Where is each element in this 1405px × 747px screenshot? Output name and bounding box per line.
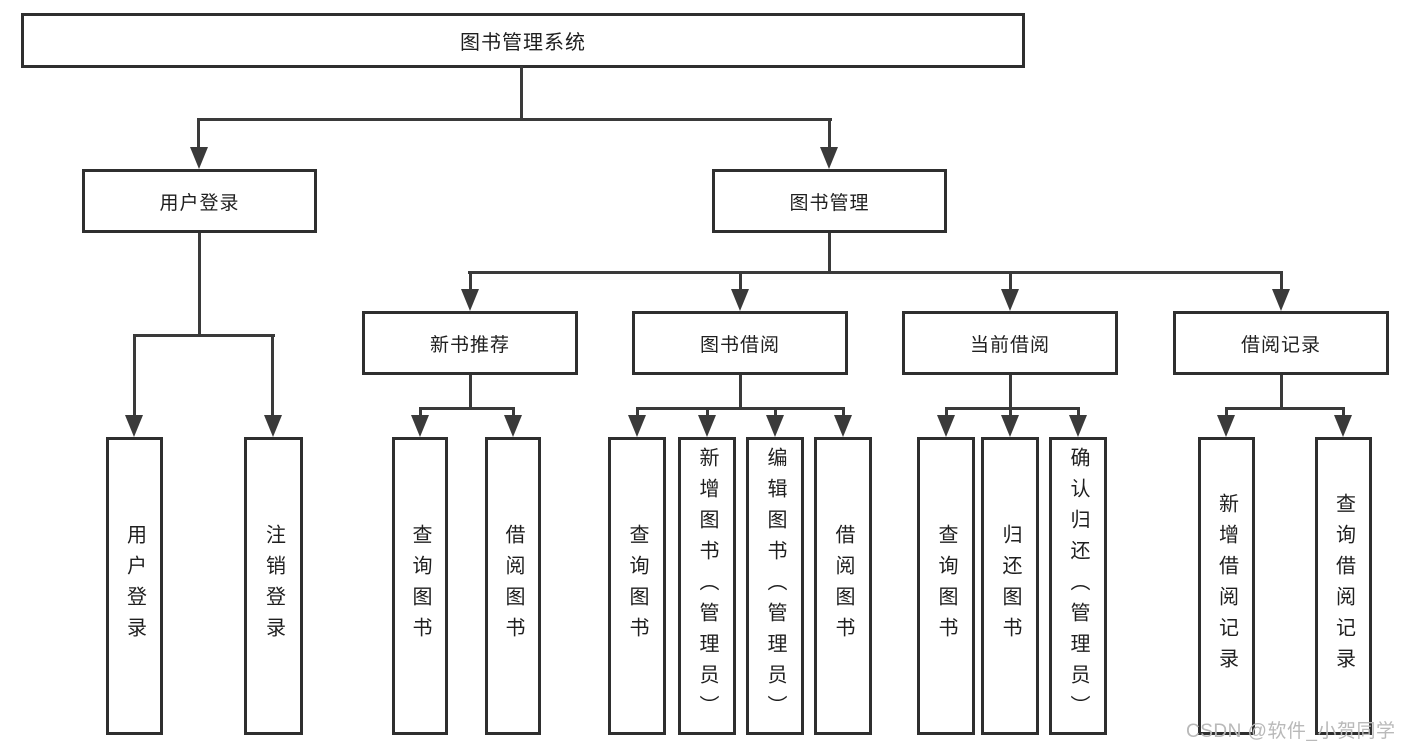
connector-borrow-records-stem (1280, 375, 1283, 410)
leaf-confirm-return-admin: 确认归还（管理员） (1049, 437, 1107, 735)
arrowhead-icon (125, 415, 143, 437)
leaf-return-book: 归还图书 (981, 437, 1039, 735)
arrowhead-icon (264, 415, 282, 437)
arrowhead-icon (731, 289, 749, 311)
arrowhead-icon (937, 415, 955, 437)
leaf-logout: 注销登录 (244, 437, 303, 735)
node-book-management: 图书管理 (712, 169, 947, 233)
connector-root-stem (520, 66, 523, 120)
leaf-query-books-3: 查询图书 (917, 437, 975, 735)
leaf-add-book-admin-label: 新增图书（管理员） (696, 446, 718, 726)
connector-level3-rail (468, 271, 1283, 274)
leaf-query-books-2-label: 查询图书 (626, 524, 648, 648)
arrowhead-icon (820, 147, 838, 169)
arrowhead-icon (1217, 415, 1235, 437)
leaf-edit-book-admin: 编辑图书（管理员） (746, 437, 804, 735)
connector-leaf-drop (512, 407, 515, 419)
connector-new-book-rail (419, 407, 515, 410)
leaf-confirm-return-admin-label: 确认归还（管理员） (1067, 446, 1089, 726)
leaf-return-book-label: 归还图书 (999, 524, 1021, 648)
leaf-query-borrow-record-label: 查询借阅记录 (1332, 493, 1355, 679)
node-book-borrow: 图书借阅 (632, 311, 848, 375)
leaf-user-login: 用户登录 (106, 437, 163, 735)
connector-current-borrow-stem (1009, 375, 1012, 410)
arrowhead-icon (411, 415, 429, 437)
node-borrow-records-label: 借阅记录 (1240, 334, 1321, 356)
leaf-borrow-books-1: 借阅图书 (485, 437, 541, 735)
node-user-login: 用户登录 (82, 169, 317, 233)
node-new-book-recommend: 新书推荐 (362, 311, 578, 375)
node-borrow-records: 借阅记录 (1173, 311, 1389, 375)
connector-borrow-records-rail (1225, 407, 1345, 410)
leaf-add-borrow-record-label: 新增借阅记录 (1215, 493, 1238, 679)
connector-book-borrow-stem (739, 375, 742, 410)
connector-drop-borrow-records (1280, 271, 1283, 293)
connector-leaf-drop (1225, 407, 1228, 419)
connector-drop-current-borrow (1009, 271, 1012, 293)
arrowhead-icon (461, 289, 479, 311)
node-book-management-label: 图书管理 (789, 192, 870, 214)
leaf-add-borrow-record: 新增借阅记录 (1198, 437, 1255, 735)
connector-book-management-stem (828, 233, 831, 274)
leaf-query-books-2: 查询图书 (608, 437, 666, 735)
leaf-add-book-admin: 新增图书（管理员） (678, 437, 736, 735)
connector-leaf-drop (774, 407, 777, 419)
arrowhead-icon (766, 415, 784, 437)
leaf-edit-book-admin-label: 编辑图书（管理员） (764, 446, 786, 726)
node-current-borrow: 当前借阅 (902, 311, 1118, 375)
connector-leaf-drop (842, 407, 845, 419)
connector-leaf-drop (706, 407, 709, 419)
connector-drop-book-borrow (739, 271, 742, 293)
arrowhead-icon (190, 147, 208, 169)
arrowhead-icon (1272, 289, 1290, 311)
arrowhead-icon (504, 415, 522, 437)
node-root: 图书管理系统 (21, 13, 1025, 68)
arrowhead-icon (628, 415, 646, 437)
arrowhead-icon (1001, 289, 1019, 311)
connector-drop-user-login (197, 118, 200, 148)
node-book-borrow-label: 图书借阅 (699, 334, 780, 356)
connector-current-borrow-rail (945, 407, 1079, 410)
connector-leaf-drop (1077, 407, 1080, 419)
connector-user-login-stem (198, 233, 201, 336)
leaf-user-login-label: 用户登录 (123, 524, 146, 648)
connector-leaf-drop (1342, 407, 1345, 419)
arrowhead-icon (1001, 415, 1019, 437)
connector-new-book-stem (469, 375, 472, 410)
arrowhead-icon (1334, 415, 1352, 437)
node-user-login-label: 用户登录 (159, 192, 240, 214)
connector-leaf-drop (636, 407, 639, 419)
leaf-borrow-books-1-label: 借阅图书 (502, 524, 524, 648)
connector-drop-book-management (828, 118, 831, 148)
connector-book-borrow-rail (636, 407, 844, 410)
connector-leaf-drop (945, 407, 948, 419)
connector-drop-leaf-logout (271, 334, 274, 417)
node-current-borrow-label: 当前借阅 (969, 334, 1050, 356)
node-new-book-recommend-label: 新书推荐 (429, 334, 510, 356)
leaf-borrow-books-2: 借阅图书 (814, 437, 872, 735)
arrowhead-icon (698, 415, 716, 437)
leaf-query-books-1-label: 查询图书 (409, 524, 431, 648)
arrowhead-icon (1069, 415, 1087, 437)
leaf-query-borrow-record: 查询借阅记录 (1315, 437, 1372, 735)
connector-drop-leaf-user-login (133, 334, 136, 417)
csdn-watermark: CSDN @软件_小贺同学 (1186, 721, 1396, 742)
connector-level2-rail (197, 118, 832, 121)
connector-leaf-drop (1009, 407, 1012, 419)
connector-user-login-rail (133, 334, 275, 337)
leaf-query-books-1: 查询图书 (392, 437, 448, 735)
arrowhead-icon (834, 415, 852, 437)
leaf-logout-label: 注销登录 (262, 524, 285, 648)
node-root-label: 图书管理系统 (460, 32, 586, 54)
connector-drop-new-book (469, 271, 472, 293)
connector-leaf-drop (419, 407, 422, 419)
leaf-borrow-books-2-label: 借阅图书 (832, 524, 854, 648)
leaf-query-books-3-label: 查询图书 (935, 524, 957, 648)
